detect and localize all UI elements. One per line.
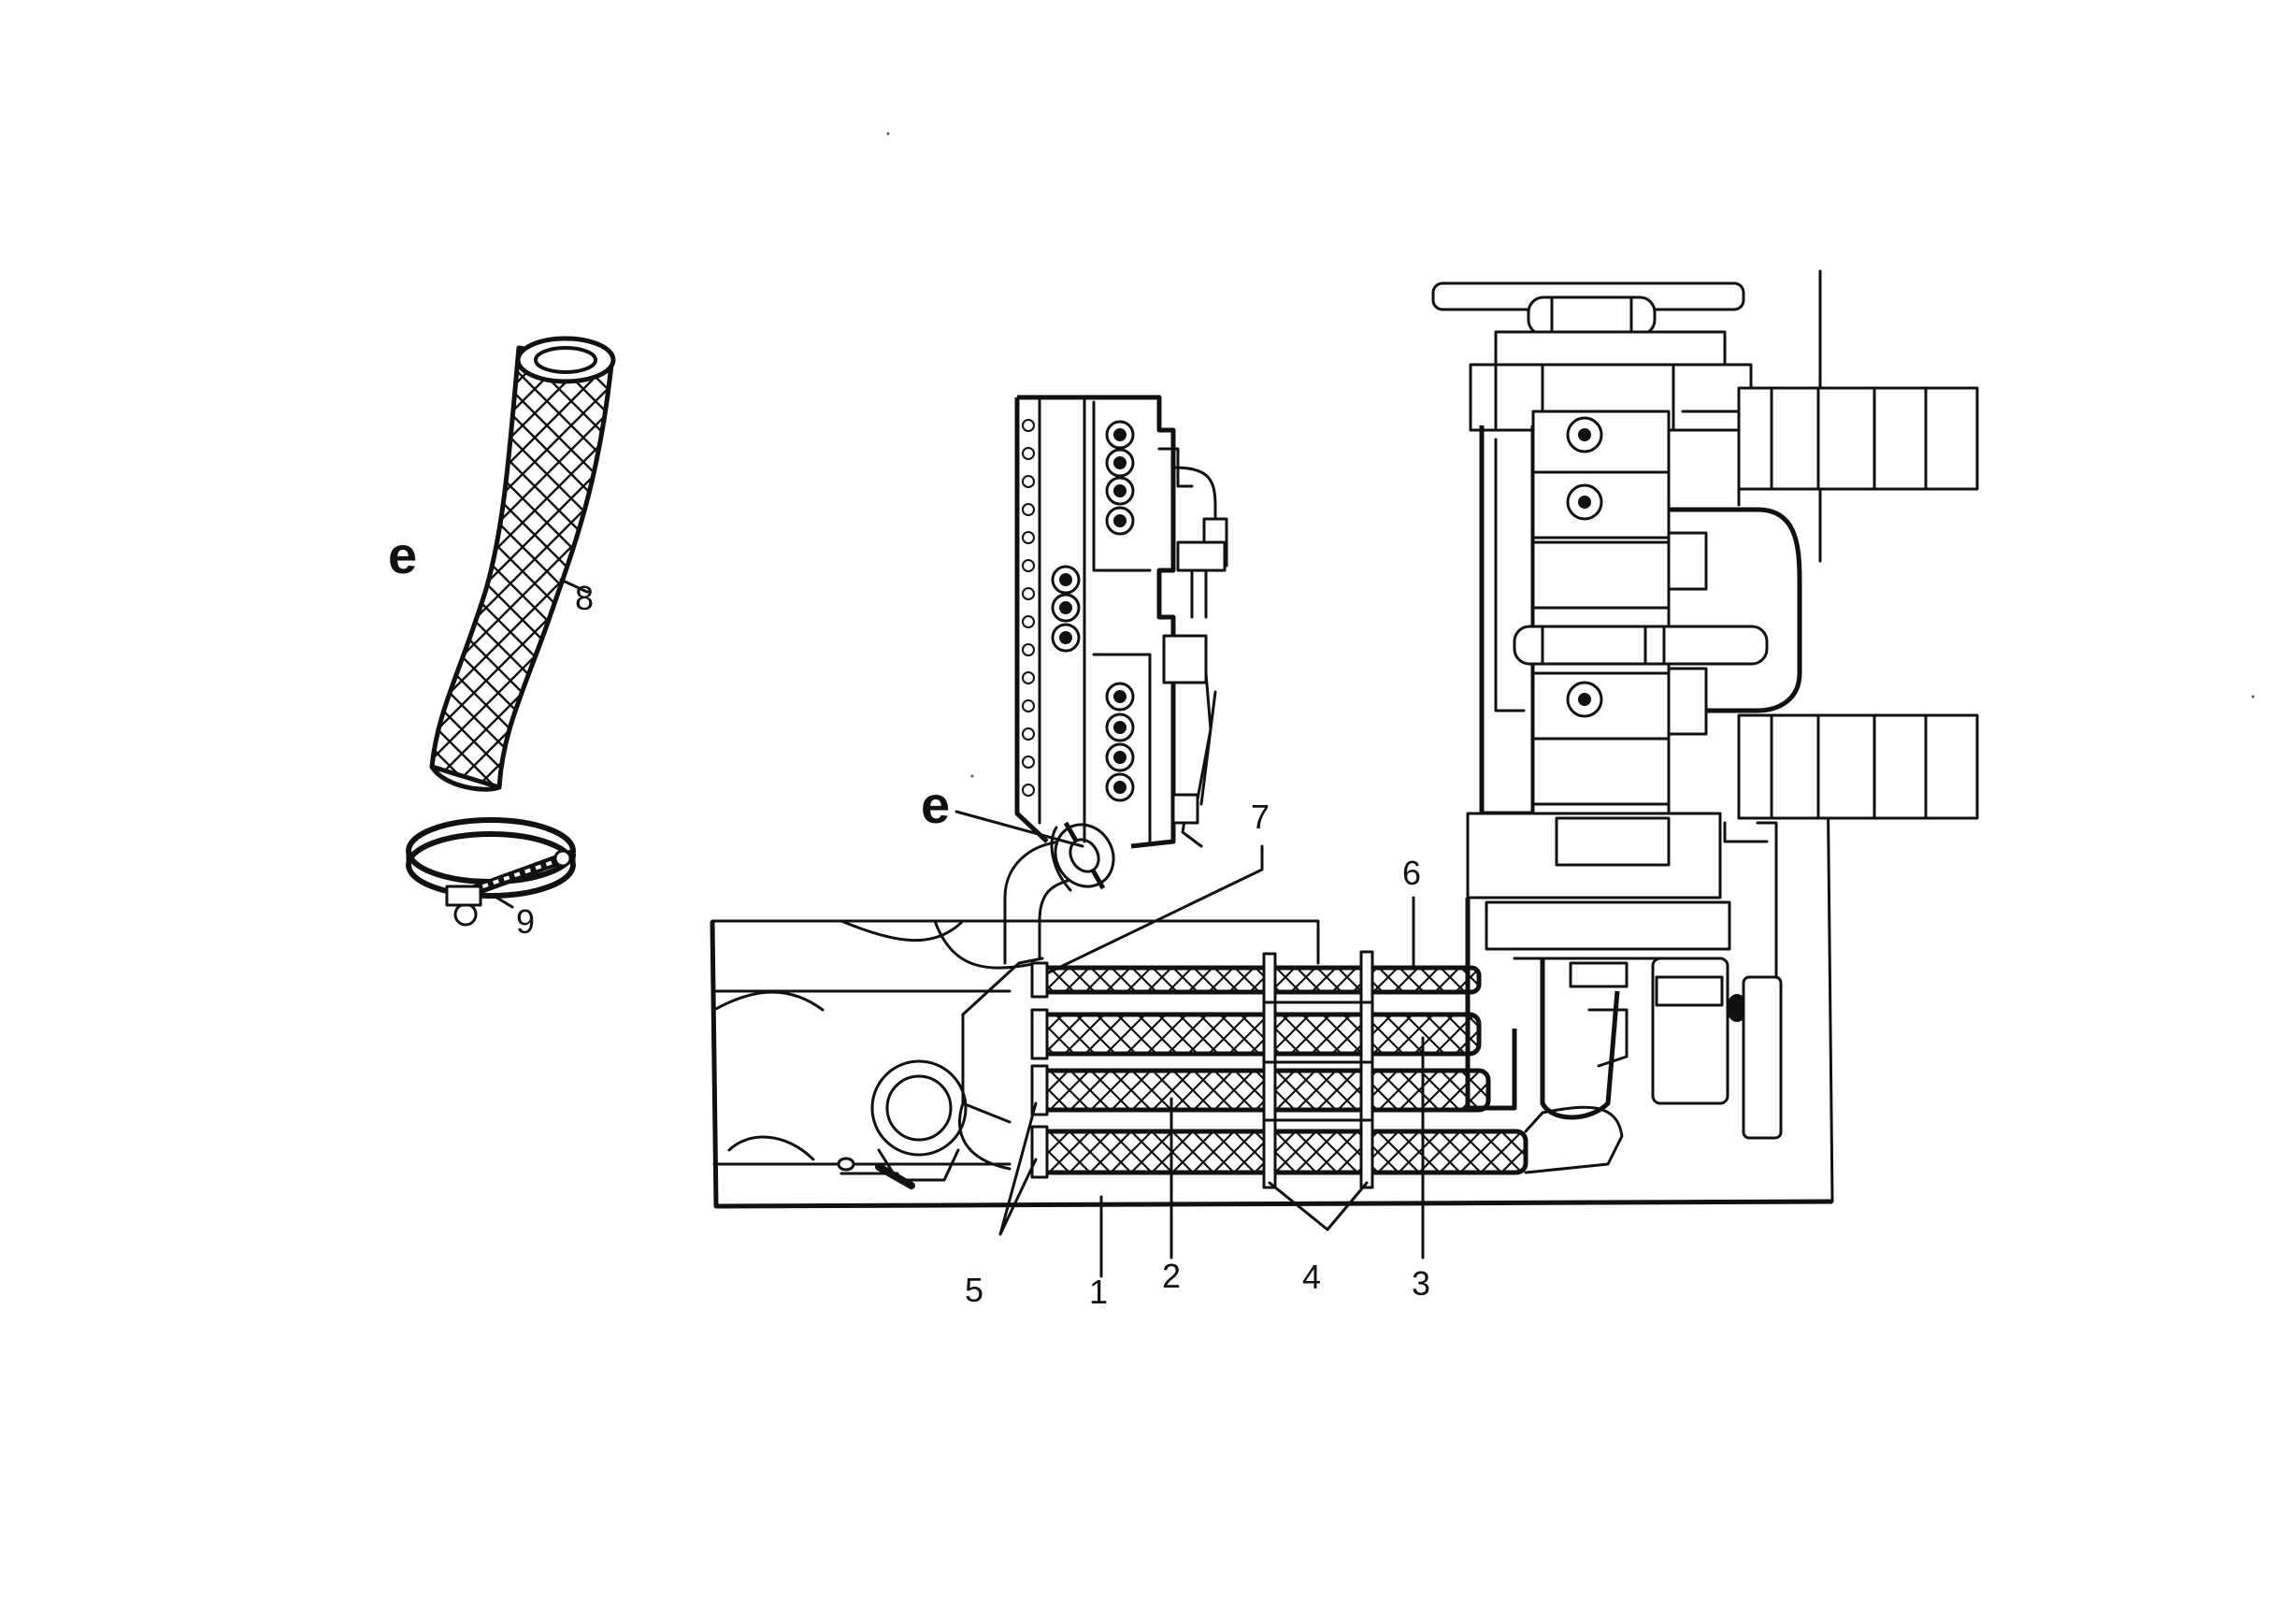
callout-labels: e e 8 9 7 6 5 1 2 4 3	[388, 525, 1430, 1311]
hose-6	[1037, 965, 1482, 995]
callout-3: 3	[1412, 1264, 1430, 1303]
elbow-hose-e	[1003, 821, 1115, 965]
callout-2: 2	[1162, 1257, 1181, 1295]
hose-bundle	[1030, 950, 1528, 1189]
callout-4: 4	[1302, 1258, 1321, 1296]
callout-6: 6	[1402, 854, 1421, 892]
base-frame	[710, 919, 1833, 1209]
bracket-4	[1262, 950, 1374, 1189]
callout-e-left: e	[388, 525, 417, 584]
callout-5: 5	[965, 1271, 983, 1309]
callout-e-center: e	[921, 775, 950, 834]
valve-block	[1014, 395, 1228, 849]
braided-hose-icon	[429, 336, 616, 792]
motor-pump-assembly	[1431, 269, 1979, 1203]
hose-clamp-icon	[406, 817, 576, 927]
hose-3	[1037, 1012, 1482, 1057]
callout-7: 7	[1251, 798, 1270, 836]
callout-8: 8	[575, 579, 594, 617]
callout-9: 9	[516, 902, 535, 941]
leader-lines	[492, 578, 1425, 1278]
hose-1	[1037, 1129, 1528, 1175]
callout-1: 1	[1089, 1273, 1108, 1311]
